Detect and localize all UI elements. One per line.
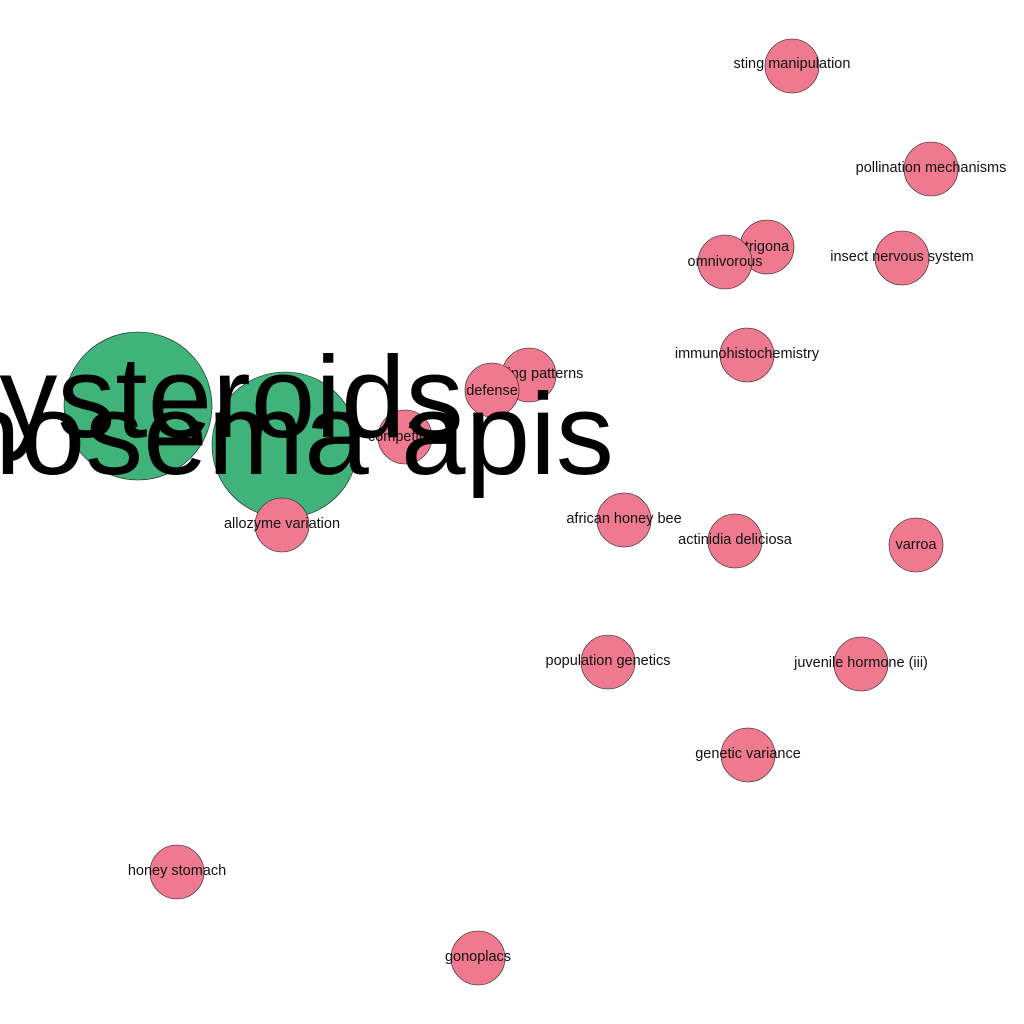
node-genetic-variance[interactable]: genetic variance: [695, 727, 801, 783]
node-label: juvenile hormone (iii): [793, 655, 928, 671]
node-label: african honey bee: [566, 511, 681, 527]
node-circle: [707, 513, 763, 569]
node-label: pollination mechanisms: [856, 160, 1007, 176]
node-label: insect nervous system: [830, 249, 973, 265]
node-label: population genetics: [546, 653, 671, 669]
node-omnivorous[interactable]: omnivorous: [688, 234, 763, 290]
node-circle: [764, 38, 820, 94]
node-honey-stomach[interactable]: honey stomach: [128, 844, 226, 900]
node-label-nosema-apis: nosema apis: [0, 369, 614, 499]
node-label: sting manipulation: [734, 56, 851, 72]
node-circle: [697, 234, 753, 290]
node-label: competition: [368, 429, 442, 445]
node-label: trigona: [745, 239, 790, 255]
node-actinidia-deliciosa[interactable]: actinidia deliciosa: [678, 513, 793, 569]
node-circle: [833, 636, 889, 692]
node-juvenile-hormone-iii[interactable]: juvenile hormone (iii): [793, 636, 928, 692]
node-competition[interactable]: competition: [368, 409, 442, 465]
node-label: immunohistochemistry: [675, 346, 820, 362]
node-population-genetics[interactable]: population genetics: [546, 634, 671, 690]
node-label-ecdysteroids: ecdysteroids: [0, 332, 464, 462]
node-circle: [63, 331, 213, 481]
node-circle: [149, 844, 205, 900]
node-immunohistochemistry[interactable]: immunohistochemistry: [675, 327, 820, 383]
node-circle: [720, 727, 776, 783]
node-ecdysteroids[interactable]: [63, 331, 213, 481]
node-pollination-mechanisms[interactable]: pollination mechanisms: [856, 141, 1007, 197]
node-insect-nervous-system[interactable]: insect nervous system: [830, 230, 974, 286]
node-gonoplacs[interactable]: gonoplacs: [445, 930, 511, 986]
node-label: gonoplacs: [445, 949, 511, 965]
node-label: allozyme variation: [224, 516, 340, 532]
node-allozyme-variation[interactable]: allozyme variation: [224, 497, 340, 553]
node-label: omnivorous: [688, 254, 763, 270]
node-label: defense: [466, 383, 518, 399]
node-label: honey stomach: [128, 863, 226, 879]
node-african-honey-bee[interactable]: african honey bee: [566, 492, 682, 548]
node-label: actinidia deliciosa: [678, 532, 793, 548]
node-sting-manipulation[interactable]: sting manipulation: [734, 38, 851, 94]
node-circle: [450, 930, 506, 986]
node-varroa[interactable]: varroa: [888, 517, 944, 573]
node-circle: [580, 634, 636, 690]
node-circle: [596, 492, 652, 548]
node-circle: [254, 497, 310, 553]
node-defense[interactable]: defense: [464, 362, 520, 418]
node-circle: [464, 362, 520, 418]
node-circle: [377, 409, 433, 465]
node-circle: [874, 230, 930, 286]
node-circle: [903, 141, 959, 197]
node-label: genetic variance: [695, 746, 801, 762]
node-circle: [719, 327, 775, 383]
node-circle: [888, 517, 944, 573]
node-label: varroa: [895, 537, 937, 553]
